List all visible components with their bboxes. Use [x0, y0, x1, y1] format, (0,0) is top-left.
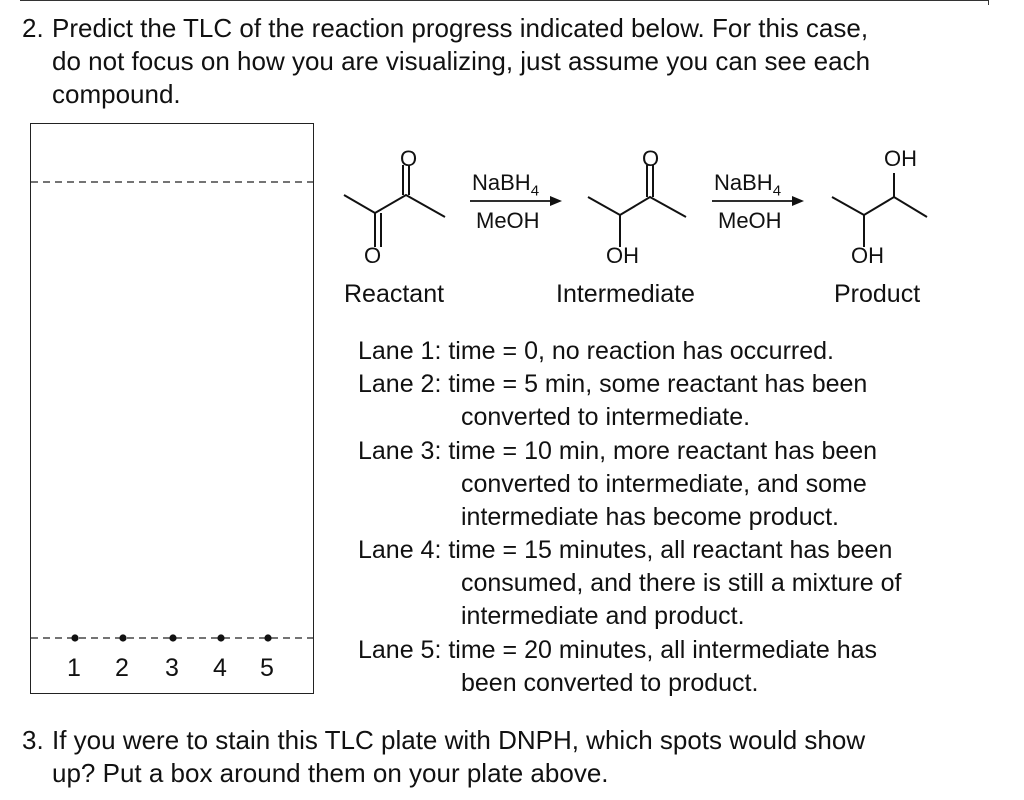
- question-3: 3. If you were to stain this TLC plate wi…: [22, 724, 982, 790]
- lane-2-description: Lane 2: time = 5 min, some reactant has …: [358, 368, 998, 434]
- reagent-2-solvent: MeOH: [718, 208, 782, 233]
- lane-4-text: Lane 4: time = 15 minutes, all reactant …: [358, 536, 893, 564]
- lane-number-2: 2: [115, 654, 129, 682]
- intermediate-carbonyl-oxygen: O: [642, 146, 660, 171]
- product-label: Product: [834, 280, 921, 308]
- product-structure: [831, 173, 928, 247]
- reactant-upper-oxygen: O: [400, 146, 418, 171]
- tlc-plate-drawing: [31, 181, 315, 642]
- lane-5-text: Lane 5: time = 20 minutes, all intermedi…: [358, 636, 878, 664]
- baseline-spot-lane-2: [119, 634, 127, 642]
- question-2-line-3: compound.: [52, 79, 181, 109]
- reactant-structure: [343, 165, 446, 247]
- top-border: [20, 0, 989, 5]
- lane-3-description: Lane 3: time = 10 min, more reactant has…: [358, 435, 998, 534]
- question-3-line-1: If you were to stain this TLC plate with…: [52, 725, 866, 755]
- reagent-1-solvent: MeOH: [476, 208, 540, 233]
- lane-4-text-cont-2: intermediate and product.: [461, 602, 745, 630]
- lane-number-3: 3: [165, 654, 179, 682]
- lane-3-text-cont-2: intermediate has become product.: [461, 503, 839, 531]
- baseline-spot-lane-4: [217, 634, 225, 642]
- lane-4-text-cont-1: consumed, and there is still a mixture o…: [461, 569, 902, 597]
- lane-1-description: Lane 1: time = 0, no reaction has occurr…: [358, 335, 998, 368]
- lane-number-5: 5: [260, 654, 274, 682]
- reactant-lower-oxygen: O: [364, 243, 382, 268]
- lane-2-text: Lane 2: time = 5 min, some reactant has …: [358, 370, 868, 398]
- reagent-2-subscript: 4: [772, 182, 782, 200]
- lane-number-1: 1: [67, 654, 81, 682]
- intermediate-structure: [587, 165, 687, 247]
- intermediate-hydroxyl: OH: [606, 243, 639, 268]
- question-2-line-1: Predict the TLC of the reaction progress…: [52, 13, 869, 43]
- product-upper-hydroxyl: OH: [884, 146, 917, 171]
- question-3-line-2: up? Put a box around them on your plate …: [52, 758, 609, 788]
- reagent-2-top: NaBH4: [714, 170, 781, 199]
- question-2-line-2: do not focus on how you are visualizing,…: [52, 46, 871, 76]
- lane-4-description: Lane 4: time = 15 minutes, all reactant …: [358, 534, 998, 633]
- lane-3-text-cont-1: converted to intermediate, and some: [461, 470, 867, 498]
- lane-5-description: Lane 5: time = 20 minutes, all intermedi…: [358, 634, 998, 700]
- reactant-label: Reactant: [344, 280, 445, 308]
- question-2: 2. Predict the TLC of the reaction progre…: [22, 12, 982, 111]
- lane-1-text: Lane 1: time = 0, no reaction has occurr…: [358, 337, 834, 365]
- lane-2-text-cont-1: converted to intermediate.: [461, 403, 751, 431]
- intermediate-label: Intermediate: [556, 280, 695, 308]
- reagent-1-subscript: 4: [530, 182, 540, 200]
- reagent-1-top: NaBH4: [472, 170, 539, 199]
- baseline-spot-lane-3: [169, 634, 177, 642]
- question-2-number: 2.: [22, 13, 44, 43]
- question-3-number: 3.: [22, 725, 44, 755]
- baseline-spot-lane-5: [264, 634, 272, 642]
- reaction-scheme: [343, 165, 928, 247]
- reaction-arrow-2: [712, 196, 804, 206]
- baseline-spot-lane-1: [71, 634, 79, 642]
- reagent-1-name: NaBH: [472, 170, 531, 195]
- lane-3-text: Lane 3: time = 10 min, more reactant has…: [358, 437, 878, 465]
- lane-number-4: 4: [213, 654, 227, 682]
- tlc-plate[interactable]: [30, 123, 315, 694]
- product-lower-hydroxyl: OH: [851, 243, 884, 268]
- reagent-2-name: NaBH: [714, 170, 773, 195]
- reaction-arrow-1: [470, 196, 562, 206]
- lane-5-text-cont-1: been converted to product.: [461, 669, 759, 697]
